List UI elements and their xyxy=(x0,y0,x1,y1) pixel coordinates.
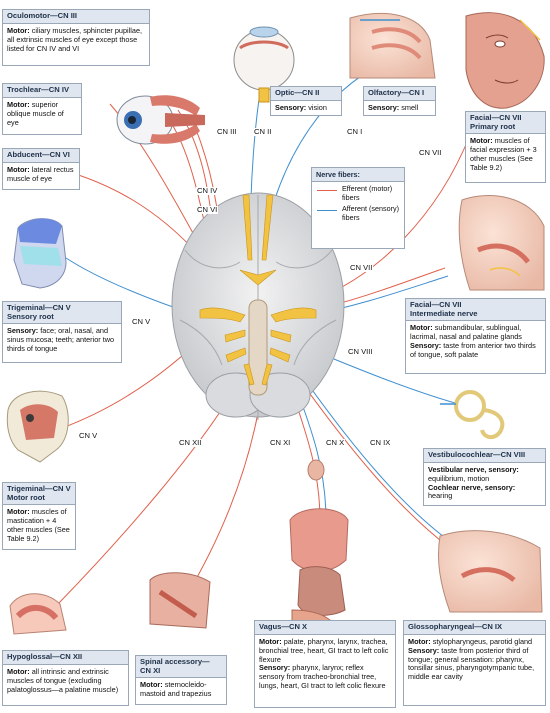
vagus-motor-text: palate, pharynx, larynx, trachea, bronch… xyxy=(259,636,389,664)
hypoglossal-box: Hypoglossal—CN XII Motor: all intrinsic … xyxy=(2,650,129,706)
nerve-fibers-legend: Nerve fibers: Efferent (motor) fibers Af… xyxy=(311,167,405,249)
glossopharyngeal-motor-text: stylopharyngeus, parotid gland xyxy=(432,636,533,646)
oculomotor-text: ciliary muscles, sphincter pupillae, all… xyxy=(7,25,143,53)
tongue-drawing xyxy=(9,593,67,635)
hypoglossal-label: Motor: xyxy=(7,666,30,676)
optic-label: Sensory: xyxy=(275,102,307,112)
legend-title: Nerve fibers: xyxy=(312,168,404,182)
glossopharyngeal-sensory-text: taste from posterior third of tongue; ge… xyxy=(408,645,535,682)
oculomotor-title: Oculomotor—CN III xyxy=(3,10,149,24)
facial-intermediate-title: Facial—CN VII Intermediate nerve xyxy=(406,299,545,322)
trigeminal-motor-box: Trigeminal—CN V Motor root Motor: muscle… xyxy=(2,482,76,550)
vagus-sensory-text: pharynx, larynx; reflex sensory from tra… xyxy=(259,663,386,691)
cn3-label: CN III xyxy=(216,127,238,136)
optic-text: vision xyxy=(308,102,327,112)
hypoglossal-text: all intrinsic and extrinsic muscles of t… xyxy=(7,666,119,694)
spinal-accessory-title: Spinal accessory— CN XI xyxy=(136,656,226,679)
olfactory-label: Sensory: xyxy=(368,102,400,112)
abducent-box: Abducent—CN VI Motor: lateral rectus mus… xyxy=(2,148,80,190)
cn4-label: CN IV xyxy=(196,186,219,195)
facial-intermediate-sensory-text: taste from anterior two thirds of tongue… xyxy=(410,341,536,360)
cn7-label-intermediate: CN VII xyxy=(349,263,374,272)
efferent-swatch xyxy=(317,190,337,191)
abducent-text: lateral rectus muscle of eye xyxy=(7,164,74,183)
facial-intermediate-motor-label: Motor: xyxy=(410,323,433,333)
trigeminal-motor-text: muscles of mastication + 4 other muscles… xyxy=(7,507,70,544)
cn5-label-sensory: CN V xyxy=(131,317,152,326)
facial-primary-title: Facial—CN VII Primary root xyxy=(466,112,545,135)
cn8-label: CN VIII xyxy=(347,347,374,356)
spinal-accessory-label: Motor: xyxy=(140,680,163,690)
trigeminal-motor-title: Trigeminal—CN V Motor root xyxy=(3,483,75,506)
facial-intermediate-sensory-label: Sensory: xyxy=(410,341,442,351)
cn11-label: CN XI xyxy=(269,438,292,447)
trigeminal-sensory-text: face; oral, nasal, and sinus mucosa; tee… xyxy=(7,326,115,354)
vagus-motor-label: Motor: xyxy=(259,636,282,646)
neck-muscles-drawing xyxy=(149,572,211,629)
cn2-label: CN II xyxy=(253,127,273,136)
head-sagittal-drawing xyxy=(458,195,545,291)
abducent-label: Motor: xyxy=(7,164,30,174)
abducent-title: Abducent—CN VI xyxy=(3,149,79,163)
face-profile-drawing xyxy=(13,218,67,289)
glossopharyngeal-sensory-label: Sensory: xyxy=(408,645,440,655)
cn12-label: CN XII xyxy=(178,438,203,447)
vagus-sensory-label: Sensory: xyxy=(259,663,291,673)
trochlear-text: superior oblique muscle of eye xyxy=(7,99,64,127)
legend-afferent: Afferent (sensory) fibers xyxy=(342,204,399,222)
inner-ear-drawing xyxy=(440,390,505,439)
thoracic-abdominal-organs-drawing xyxy=(289,459,349,641)
facial-primary-label: Motor: xyxy=(470,136,493,146)
trochlear-label: Motor: xyxy=(7,99,30,109)
legend-efferent: Efferent (motor) fibers xyxy=(342,184,393,202)
vagus-box: Vagus—CN X Motor: palate, pharynx, laryn… xyxy=(254,620,396,708)
facial-primary-text: muscles of facial expression + 3 other m… xyxy=(470,136,537,173)
facial-intermediate-box: Facial—CN VII Intermediate nerve Motor: … xyxy=(405,298,546,374)
vestibular-text: equilibrium, motion xyxy=(428,473,490,483)
trigeminal-sensory-label: Sensory: xyxy=(7,326,39,336)
cn9-label: CN IX xyxy=(369,438,392,447)
cn10-label: CN X xyxy=(325,438,346,447)
glossopharyngeal-motor-label: Motor: xyxy=(408,636,431,646)
glossopharyngeal-box: Glossopharyngeal—CN IX Motor: stylophary… xyxy=(403,620,546,706)
cn6-label: CN VI xyxy=(196,205,219,214)
olfactory-text: smell xyxy=(401,102,419,112)
spinal-accessory-box: Spinal accessory— CN XI Motor: sternocle… xyxy=(135,655,227,705)
cn1-label: CN I xyxy=(346,127,364,136)
cn7-label-primary: CN VII xyxy=(418,148,443,157)
olfactory-box: Olfactory—CN I Sensory: smell xyxy=(363,86,436,116)
optic-title: Optic—CN II xyxy=(271,87,341,101)
facial-intermediate-motor-text: submandibular, sublingual, lacrimal, nas… xyxy=(410,323,522,342)
eyeball-drawing xyxy=(233,26,295,103)
nasal-cavity-drawing xyxy=(349,12,436,79)
olfactory-title: Olfactory—CN I xyxy=(364,87,435,101)
hypoglossal-title: Hypoglossal—CN XII xyxy=(3,651,128,665)
spinal-accessory-text: sternocleido-mastoid and trapezius xyxy=(140,680,212,699)
trigeminal-sensory-box: Trigeminal—CN V Sensory root Sensory: fa… xyxy=(2,301,122,363)
glossopharyngeal-title: Glossopharyngeal—CN IX xyxy=(404,621,545,635)
brain-inferior-view xyxy=(171,192,345,420)
optic-box: Optic—CN II Sensory: vision xyxy=(270,86,342,116)
afferent-swatch xyxy=(317,210,337,212)
trochlear-box: Trochlear—CN IV Motor: superior oblique … xyxy=(2,83,82,135)
trigeminal-motor-label: Motor: xyxy=(7,507,30,517)
face-muscles-drawing xyxy=(465,12,545,109)
trigeminal-sensory-title: Trigeminal—CN V Sensory root xyxy=(3,302,121,325)
skull-muscles-drawing xyxy=(6,390,69,463)
oculomotor-label: Motor: xyxy=(7,25,30,35)
pharynx-drawing xyxy=(437,530,543,613)
trochlear-title: Trochlear—CN IV xyxy=(3,84,81,98)
vestibular-label: Vestibular nerve, sensory: xyxy=(428,464,519,474)
vagus-title: Vagus—CN X xyxy=(255,621,395,635)
facial-primary-box: Facial—CN VII Primary root Motor: muscle… xyxy=(465,111,546,183)
cochlear-label: Cochlear nerve, sensory: xyxy=(428,482,516,492)
oculomotor-box: Oculomotor—CN III Motor: ciliary muscles… xyxy=(2,9,150,66)
cochlear-text: hearing xyxy=(428,491,453,501)
vestibulocochlear-title: Vestibulocochlear—CN VIII xyxy=(424,449,545,463)
vestibulocochlear-box: Vestibulocochlear—CN VIII Vestibular ner… xyxy=(423,448,546,506)
cn5-label-motor: CN V xyxy=(78,431,99,440)
eye-muscles-drawing xyxy=(116,95,205,145)
